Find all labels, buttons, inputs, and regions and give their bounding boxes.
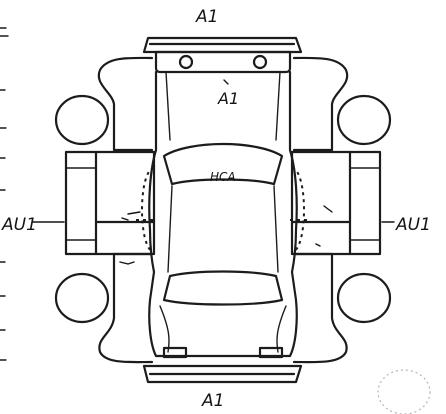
annotation-rear: A1 <box>201 391 224 411</box>
stamp-circle <box>377 369 431 414</box>
annotation-roof: HCA <box>210 170 236 184</box>
hood-panel <box>154 50 292 74</box>
left-taillight <box>162 346 188 359</box>
right-side-doors <box>290 150 382 256</box>
right-front-wheel <box>336 94 392 146</box>
front-bumper <box>142 36 303 54</box>
right-rear-fender <box>292 252 348 364</box>
right-rear-wheel <box>336 272 392 324</box>
annotation-left-side: AU1 <box>1 215 37 235</box>
car-body-top-view <box>148 70 298 359</box>
annotation-hood: A1 <box>217 89 239 108</box>
margin-scan-marks <box>0 27 9 361</box>
right-taillight <box>258 346 284 359</box>
windshield <box>162 142 284 186</box>
rear-bumper <box>142 364 303 384</box>
rear-window <box>162 270 284 306</box>
left-rear-fender <box>98 252 154 364</box>
right-headlight-icon <box>252 54 268 70</box>
left-front-wheel <box>54 94 110 146</box>
left-headlight-icon <box>178 54 194 70</box>
annotation-right-side: AU1 <box>395 215 431 235</box>
left-front-fender <box>97 56 154 152</box>
annotation-front: A1 <box>195 7 218 27</box>
left-rear-wheel <box>54 272 110 324</box>
right-front-fender <box>292 56 349 152</box>
damage-marks <box>31 79 395 265</box>
left-side-doors <box>64 150 156 256</box>
